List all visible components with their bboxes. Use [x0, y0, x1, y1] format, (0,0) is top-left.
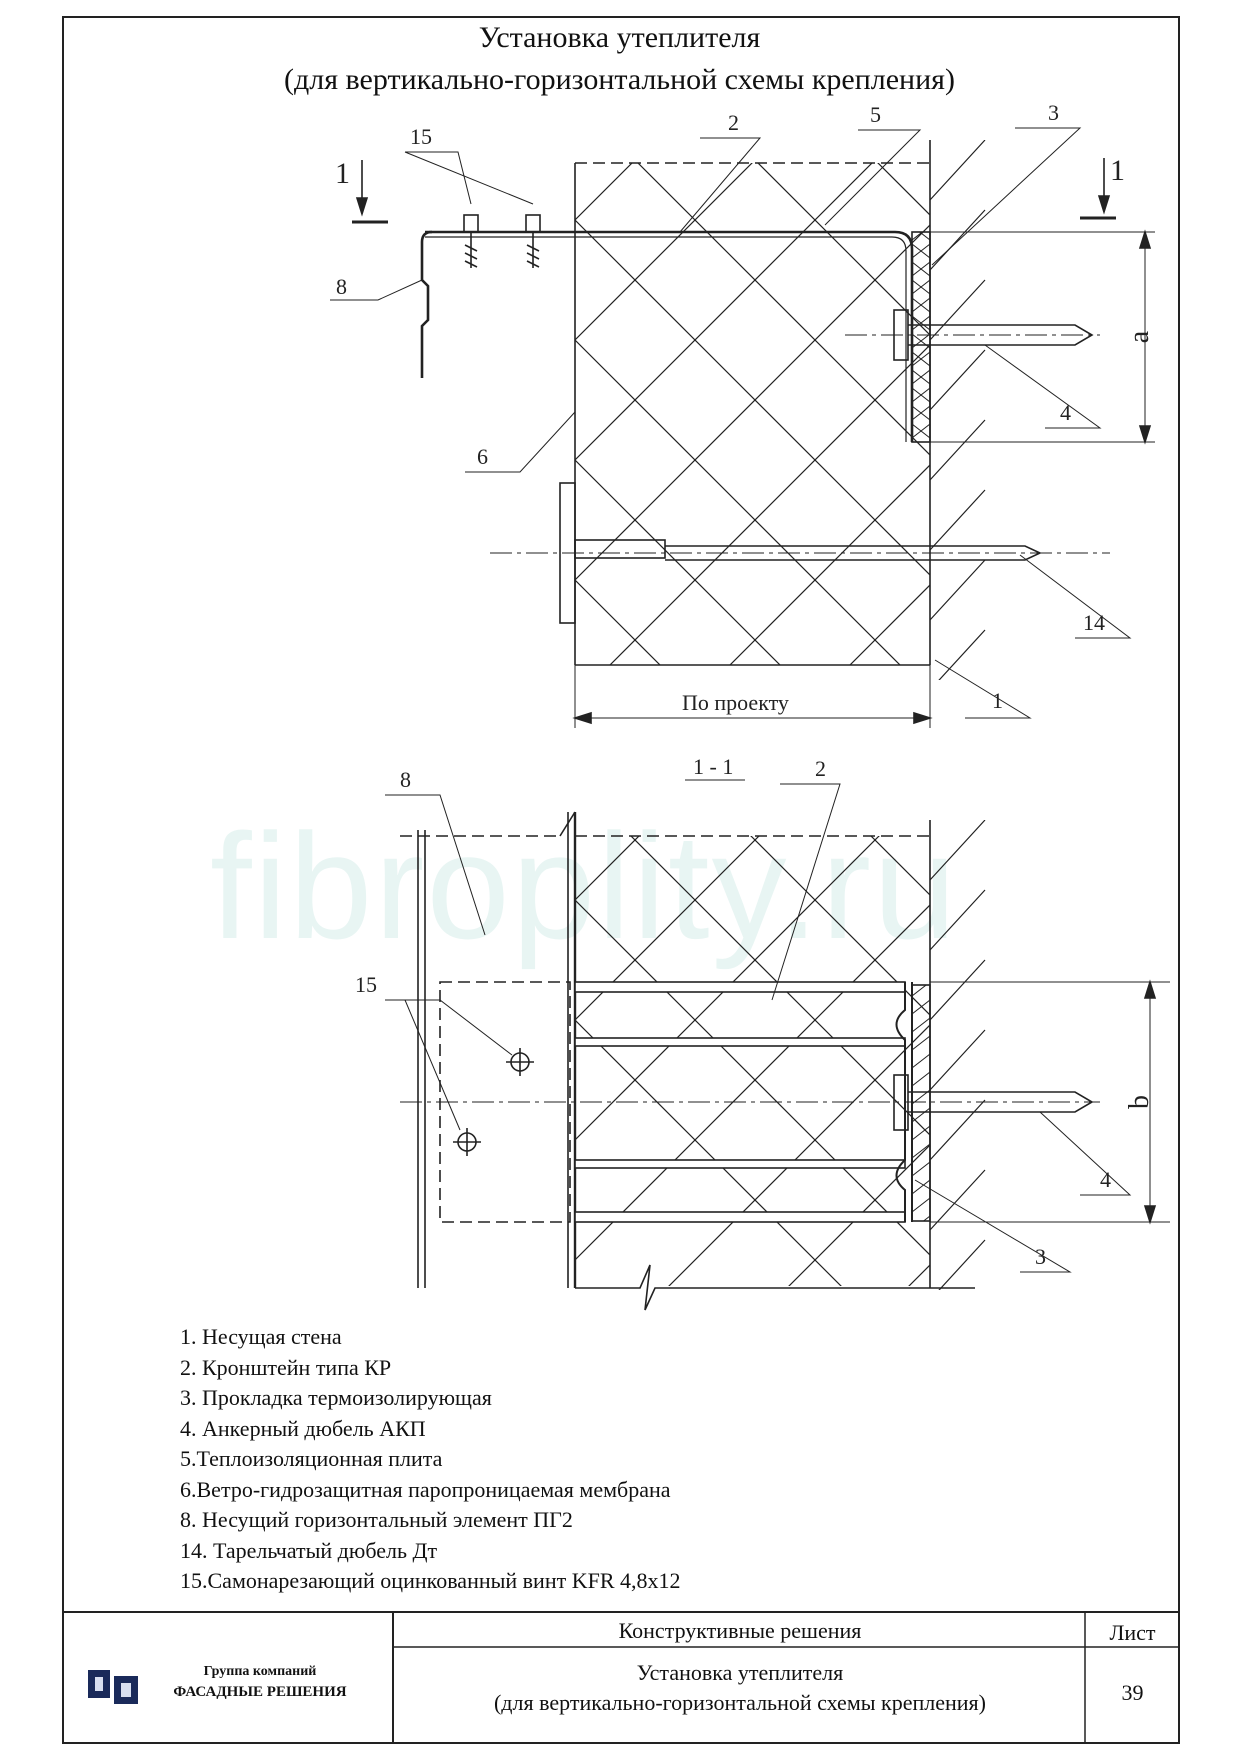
dimension-b — [930, 979, 1170, 1225]
disc-dowel-dt — [490, 482, 1110, 624]
section-thermal-pad — [911, 984, 931, 1222]
section-title-label: 1 - 1 — [693, 754, 733, 779]
title-block-sheet-number: 39 — [1121, 1680, 1144, 1705]
screw-mark-2 — [453, 1128, 481, 1156]
dimension-width-label: По проекту — [682, 690, 789, 715]
title-block-section: Конструктивные решения — [618, 1618, 862, 1643]
legend-item: 3. Прокладка термоизолирующая — [180, 1385, 492, 1410]
legend-item: 1. Несущая стена — [180, 1324, 342, 1349]
screw-kfr-1 — [463, 214, 479, 268]
callout-2-top: 2 — [728, 110, 739, 135]
callout-3-section: 3 — [1035, 1244, 1046, 1269]
callout-5-top: 5 — [870, 102, 881, 127]
callout-14-top: 14 — [1083, 610, 1105, 635]
drawing-title-line2: (для вертикально-горизонтальной схемы кр… — [284, 63, 955, 96]
insulation-hatching — [575, 163, 930, 665]
thermal-pad-hatching — [912, 232, 930, 442]
drawing-sheet-border — [62, 16, 1180, 1744]
bracket-kr — [425, 230, 914, 442]
callout-8-top: 8 — [336, 274, 347, 299]
drawing-label-group: 1 1 15 2 5 3 8 6 4 14 1 По проекту a 1 -… — [335, 100, 1155, 1269]
callout-1-top: 1 — [992, 688, 1003, 713]
dimension-width — [572, 665, 933, 728]
section-pad-hatching — [912, 985, 930, 1221]
callout-2-section: 2 — [815, 756, 826, 781]
section-anchor — [400, 1074, 1100, 1131]
legend-item: 14. Тарельчатый дюбель Дт — [180, 1537, 438, 1563]
section-mark-label-right: 1 — [1110, 154, 1125, 187]
callout-3-top: 3 — [1048, 100, 1059, 125]
callout-leaders-top — [330, 127, 1132, 719]
anchor-dowel-akp — [845, 309, 1100, 361]
company-name-line2: ФАСАДНЫЕ РЕШЕНИЯ — [173, 1684, 347, 1700]
legend-item: 4. Анкерный дюбель АКП — [180, 1415, 426, 1441]
callout-8-section: 8 — [400, 767, 411, 792]
top-view — [330, 127, 1155, 728]
screw-mark-1 — [506, 1048, 534, 1076]
screw-kfr-2 — [525, 214, 541, 268]
legend-item: 6.Ветро-гидрозащитная паропроницаемая ме… — [180, 1476, 671, 1502]
watermark: fibroplity.ru — [210, 802, 959, 970]
callout-4-section: 4 — [1100, 1167, 1111, 1192]
callout-4-top: 4 — [1060, 400, 1071, 425]
section-mark-right — [1080, 158, 1116, 220]
wall-hatching — [930, 140, 986, 680]
drawing-title-line1: Установка утеплителя — [478, 21, 761, 54]
legend-item: 5.Теплоизоляционная плита — [180, 1446, 443, 1471]
callout-15-top: 15 — [410, 124, 432, 149]
title-block-drawing-title1: Установка утеплителя — [636, 1660, 844, 1685]
title-block-drawing-title2: (для вертикально-горизонтальной схемы кр… — [493, 1690, 986, 1715]
legend: 1. Несущая стена 2. Кронштейн типа КР 3.… — [180, 1322, 681, 1597]
legend-item: 8. Несущий горизонтальный элемент ПГ2 — [180, 1507, 573, 1532]
bracket-kr-inner — [425, 236, 907, 442]
section-mark-left — [352, 160, 388, 224]
section-bottom-break — [575, 1264, 975, 1311]
legend-item: 15.Самонарезающий оцинкованный винт KFR … — [180, 1568, 681, 1593]
dimension-a — [930, 229, 1155, 445]
section-mark-label-left: 1 — [335, 157, 350, 190]
dimension-a-label: a — [1124, 330, 1155, 343]
horizontal-profile-pg2 — [420, 230, 433, 378]
dimension-b-label: b — [1124, 1095, 1155, 1109]
callout-15-section: 15 — [355, 972, 377, 997]
section-wall-hatching — [930, 820, 986, 1290]
title-block-sheet-label: Лист — [1109, 1620, 1156, 1645]
legend-item: 2. Кронштейн типа КР — [180, 1354, 392, 1380]
callout-6-top: 6 — [477, 444, 488, 469]
company-name-line1: Группа компаний — [203, 1664, 317, 1679]
company-logo-icon — [88, 1670, 138, 1704]
title-block — [62, 1611, 1180, 1744]
